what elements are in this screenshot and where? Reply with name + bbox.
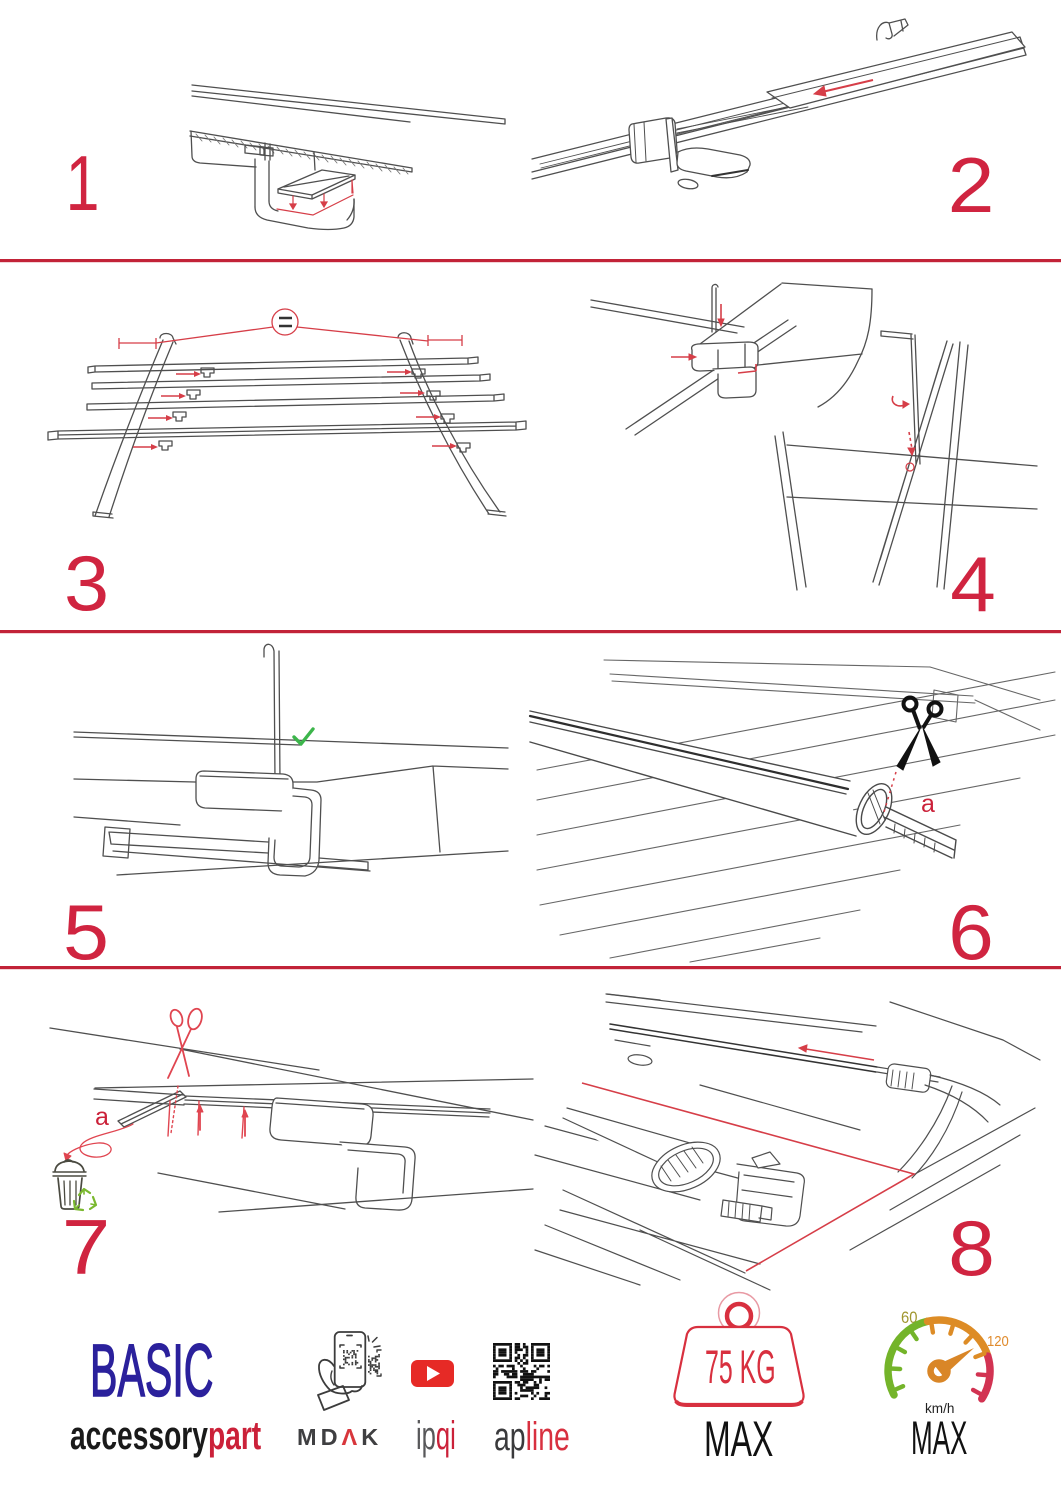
svg-text:4: 4 (950, 541, 996, 628)
svg-text:MAX: MAX (911, 1413, 967, 1465)
svg-text:7: 7 (62, 1203, 111, 1291)
svg-text:a: a (921, 790, 935, 818)
svg-text:6: 6 (948, 889, 994, 976)
svg-text:2: 2 (948, 143, 995, 229)
svg-text:1: 1 (66, 140, 100, 227)
svg-text:a: a (95, 1103, 109, 1131)
svg-text:MAX: MAX (704, 1411, 773, 1467)
svg-text:ipqi: ipqi (416, 1414, 456, 1458)
svg-text:8: 8 (948, 1206, 995, 1292)
svg-text:BASIC: BASIC (90, 1329, 213, 1412)
svg-text:5: 5 (63, 889, 109, 976)
svg-text:apline: apline (494, 1415, 570, 1459)
svg-text:120: 120 (987, 1332, 1009, 1349)
svg-text:accessorypart: accessorypart (70, 1414, 262, 1458)
svg-text:75 KG: 75 KG (705, 1341, 776, 1393)
svg-text:MDΛK: MDΛK (297, 1424, 382, 1450)
svg-text:3: 3 (64, 539, 109, 626)
svg-text:km/h: km/h (925, 1401, 954, 1416)
